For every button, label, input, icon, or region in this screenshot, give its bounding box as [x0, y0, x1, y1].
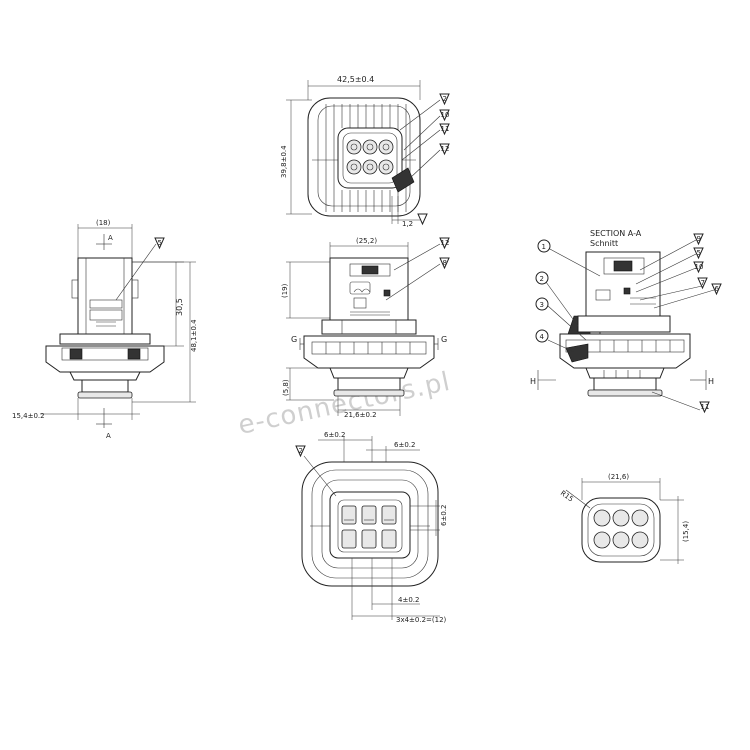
- small-contacts: [593, 509, 649, 549]
- bottom-contacts: [341, 505, 397, 549]
- bottom-dim-bottom: 4±0.2: [398, 596, 419, 604]
- top-callout-12: 12: [441, 145, 450, 153]
- top-width-dim: 42,5±0.4: [337, 75, 374, 84]
- section-callout-4: 4: [540, 333, 545, 341]
- front-width-dim: (25,2): [356, 237, 377, 245]
- left-dim-30: 30,5: [175, 298, 184, 316]
- left-callout-5: 5: [158, 239, 162, 247]
- front-view: (25,2) (19) G G: [281, 237, 450, 419]
- front-section-g-right: G: [441, 335, 447, 344]
- section-callout-7: 7: [701, 279, 705, 287]
- top-small-dim: 1,2: [402, 220, 413, 228]
- section-callout-9: 9: [697, 235, 701, 243]
- section-view: SECTION A-A Schnitt: [530, 229, 722, 414]
- left-section-a-bottom: A: [106, 432, 111, 440]
- left-dim-48: 48,1±0.4: [190, 319, 198, 352]
- front-section-g-left: G: [291, 335, 297, 344]
- left-width-dim: (18): [96, 219, 111, 227]
- left-view: (18) A 5 30,5: [12, 219, 198, 440]
- section-h-right: H: [708, 377, 714, 386]
- front-callout-12: 12: [441, 239, 450, 247]
- top-height-dim: 39,8±0.4: [280, 145, 288, 178]
- bottom-dim-top-right: 6±0.2: [394, 441, 415, 449]
- section-callout-6: 6: [715, 285, 720, 293]
- front-small-height-dim: (5,8): [282, 379, 290, 396]
- small-radius: R15: [559, 489, 575, 503]
- top-view: 42,5±0.4 39,8±0.4: [280, 75, 450, 228]
- bottom-view: 6±0.2 6±0.2 6±0.2: [295, 431, 448, 624]
- front-callout-8: 8: [443, 259, 447, 267]
- section-subtitle: Schnitt: [590, 239, 618, 248]
- section-title: SECTION A-A: [590, 229, 642, 238]
- small-height-dim: (15,4): [682, 521, 690, 542]
- front-bottom-dim: 21,6±0.2: [344, 411, 377, 419]
- section-callout-5: 5: [697, 249, 701, 257]
- section-callout-3: 3: [540, 301, 544, 309]
- left-section-a-top: A: [108, 234, 113, 242]
- small-width-dim: (21,6): [608, 473, 629, 481]
- bottom-dim-total: 3x4±0.2=(12): [396, 616, 447, 624]
- front-height-dim: (19): [281, 283, 289, 298]
- top-callout-2: 2: [443, 95, 447, 103]
- top-contacts: [346, 139, 394, 175]
- section-h-left: H: [530, 377, 536, 386]
- bottom-dim-top-left: 6±0.2: [324, 431, 345, 439]
- section-callout-11: 11: [701, 403, 710, 411]
- bottom-callout-2: 2: [299, 447, 303, 455]
- section-callout-10: 10: [695, 263, 704, 271]
- top-callout-10: 10: [441, 111, 450, 119]
- small-view: (21,6) (15,4) R15: [559, 473, 690, 564]
- section-callout-2: 2: [540, 275, 544, 283]
- bottom-dim-right: 6±0.2: [440, 505, 448, 526]
- left-dim-15: 15,4±0.2: [12, 412, 45, 420]
- section-callout-1: 1: [542, 243, 546, 251]
- top-callout-11: 11: [441, 125, 450, 133]
